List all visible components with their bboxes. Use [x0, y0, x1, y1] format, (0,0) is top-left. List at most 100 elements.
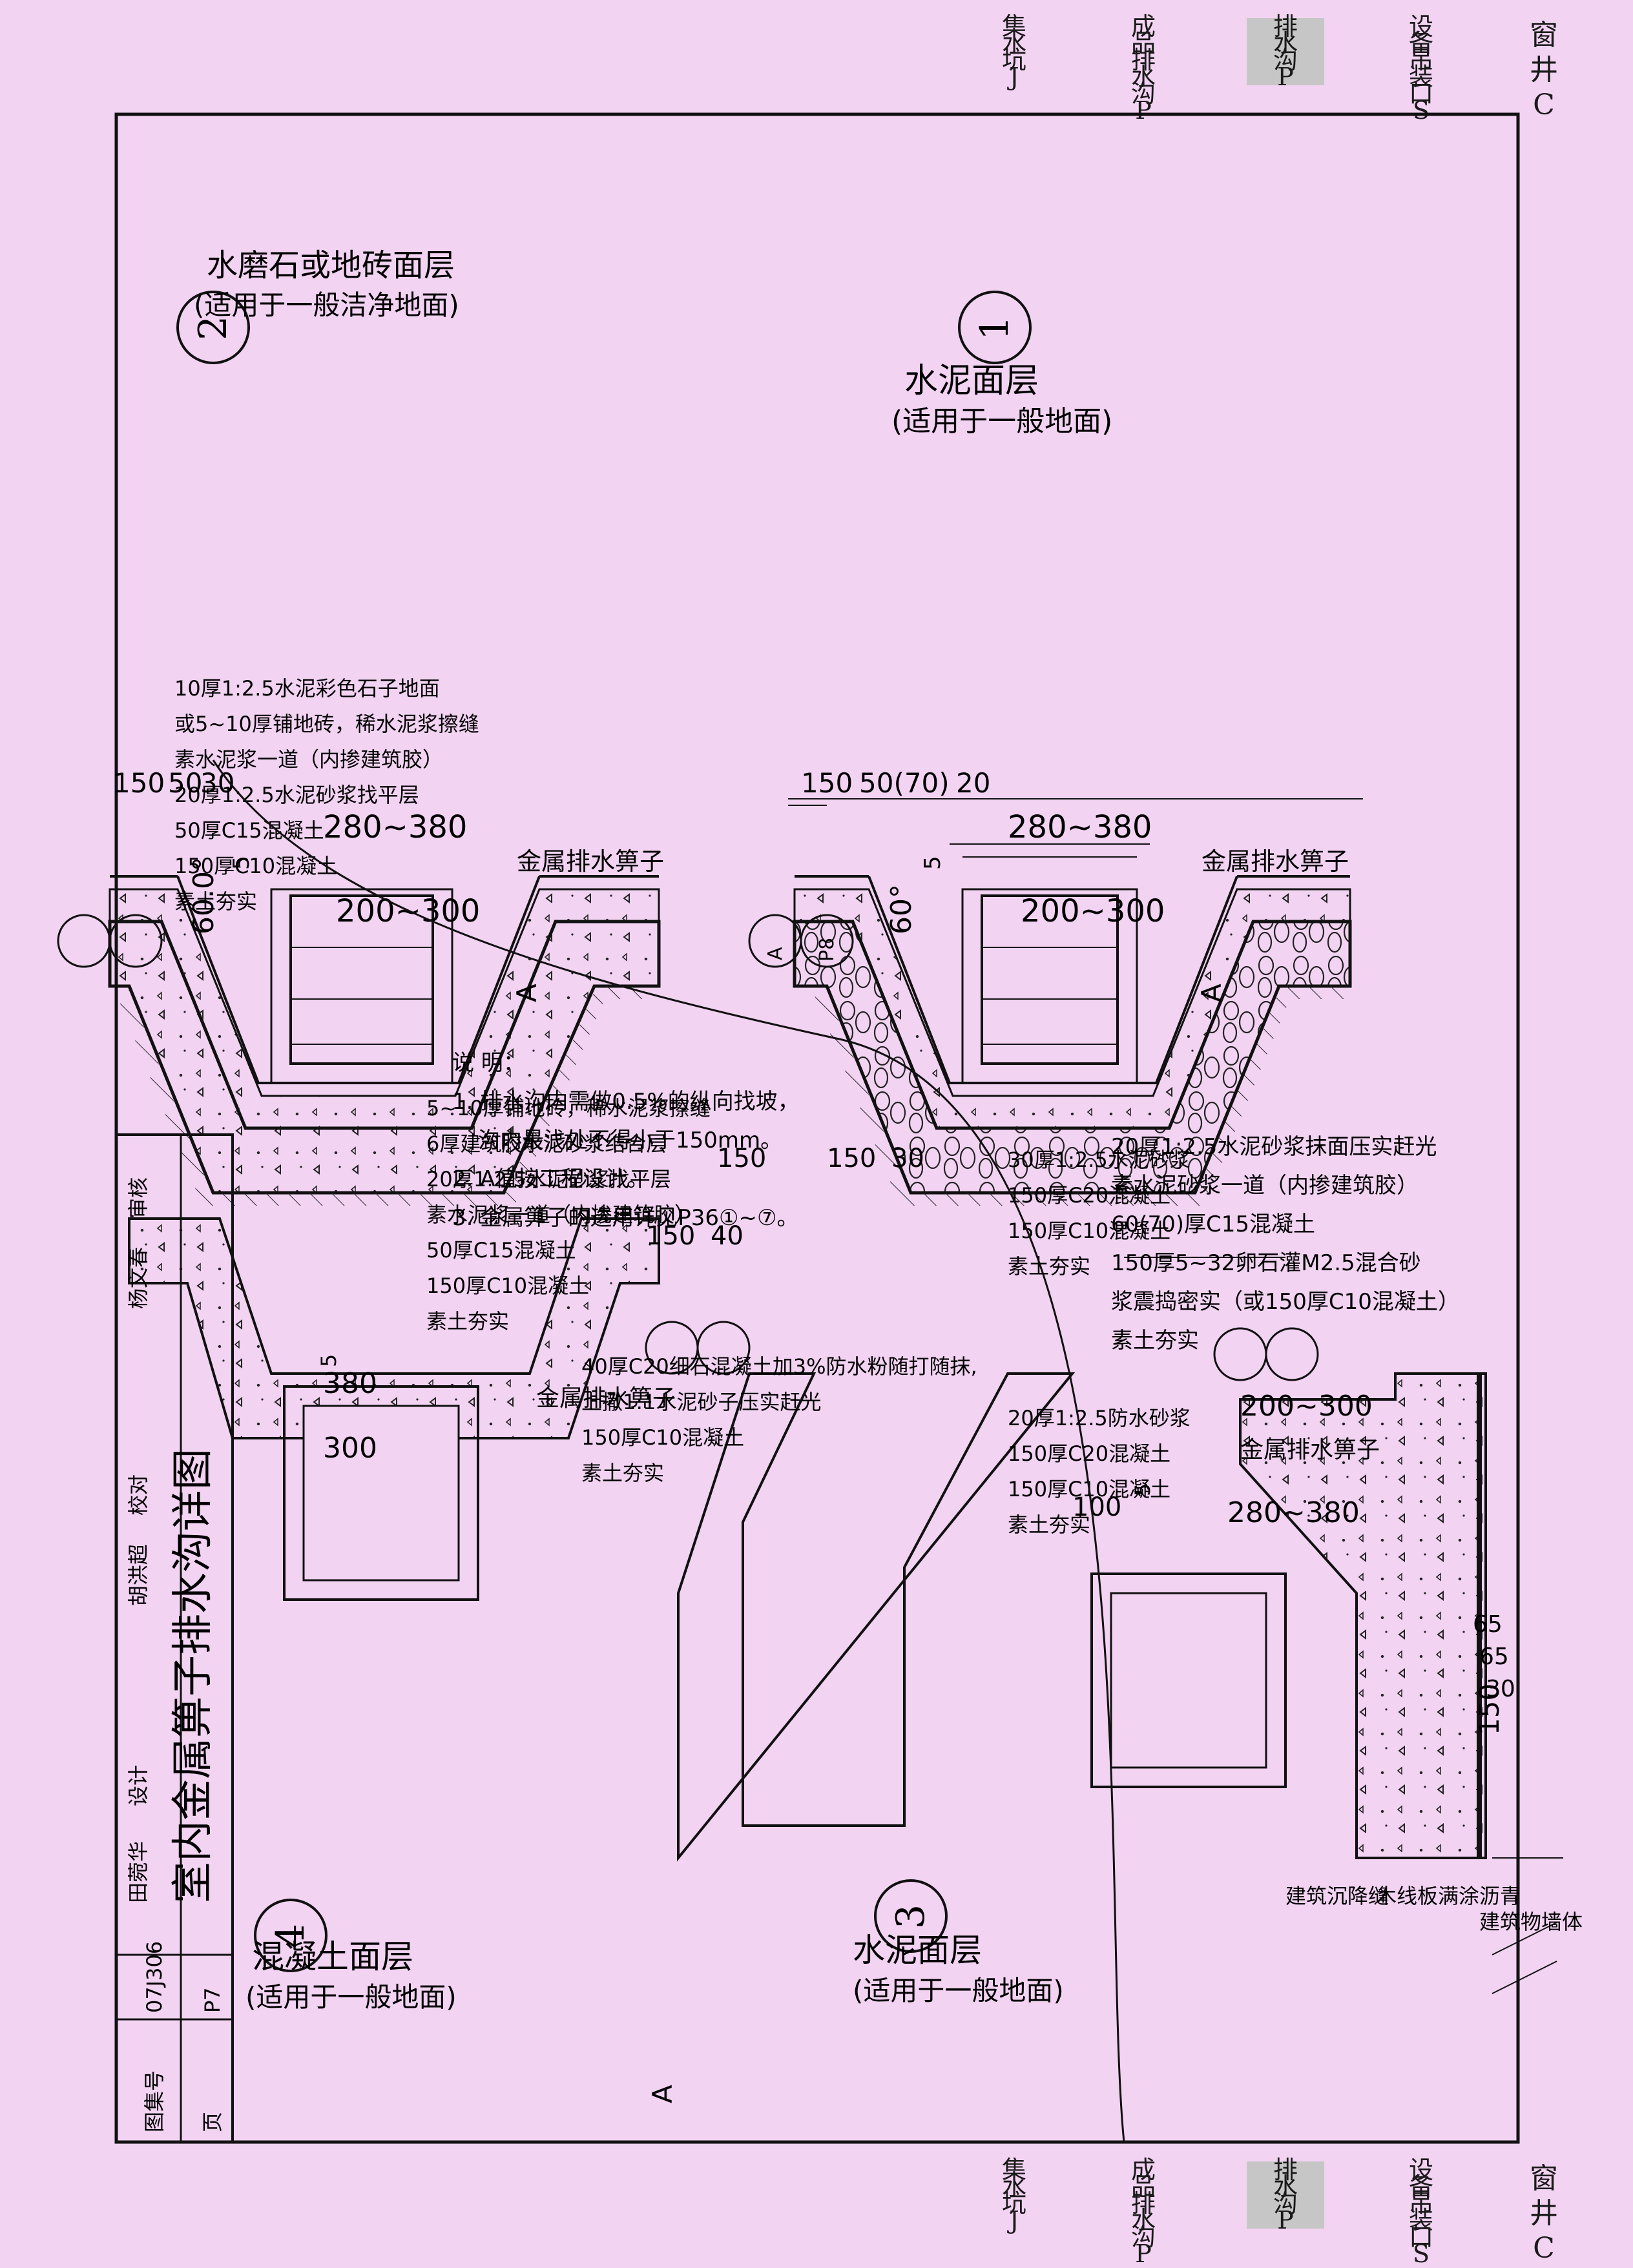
d1-title: 水泥面层: [904, 362, 1039, 400]
d3-dim-150a: 150: [717, 1144, 766, 1173]
title-block-check-name: 胡洪超: [126, 1544, 151, 1606]
d1-layer-1: 20厚1:2.5水泥砂浆抹面压实赶光: [1111, 1134, 1437, 1160]
side-tab-char: 水: [1273, 2172, 1298, 2201]
d3-top-layer-4: 素土夯实: [1008, 1254, 1090, 1279]
side-tab-char: 品: [1130, 29, 1156, 57]
side-tab-char: 口: [1408, 79, 1433, 108]
notes-item-1: 1. 排水沟内需做0.5%的纵向找坡，: [452, 1089, 800, 1115]
d2-title: 水磨石或地砖面层: [207, 247, 455, 284]
d3-dim-150: 150: [1473, 1684, 1505, 1735]
d4-subtitle: (适用于一般地面): [245, 1981, 457, 2013]
d3-top-layer-2: 150厚C20混凝土: [1008, 1183, 1170, 1208]
side-tab-char: 备: [1408, 29, 1433, 57]
d2-left-layer-7: 素土夯实: [174, 889, 257, 914]
d1-angle: 60°: [885, 884, 918, 934]
d1-ref-a-page: P8: [816, 938, 838, 962]
side-tab-char: 设: [1408, 2156, 1433, 2184]
side-tab-char: 排: [1130, 2189, 1156, 2218]
d1-layer-6: 素土夯实: [1111, 1328, 1199, 1354]
d2-right-layer-3: 20厚1:2.5水泥砂浆找平层: [426, 1167, 671, 1191]
d2-left-layer-5: 50厚C15混凝土: [174, 818, 324, 843]
d3-bottom-layer-2: 150厚C20混凝土: [1008, 1441, 1170, 1466]
side-tab-char: 排: [1130, 46, 1156, 74]
d1-layer-5: 浆震捣密实（或150厚C10混凝土）: [1111, 1289, 1460, 1315]
d1-subtitle: (适用于一般地面): [891, 405, 1112, 438]
d2-right-layer-7: 素土夯实: [426, 1309, 509, 1334]
d3-dim-65b: 65: [1479, 1644, 1509, 1670]
side-tab-char: 沟: [1273, 2189, 1298, 2218]
d2-number: 2: [191, 316, 236, 340]
d2-gap: 5: [229, 856, 255, 870]
d4-layer-1: 40厚C20细石混凝土加3%防水粉随打随抹,: [581, 1354, 977, 1379]
side-tab-char: 设: [1408, 12, 1433, 41]
d2-left-layer-3: 素水泥浆一道（内掺建筑胶）: [174, 747, 443, 772]
d3-inner-width: 200~300: [1240, 1390, 1373, 1423]
d2-right-layer-1: 5~10厚铺地砖，稀水泥浆擦缝: [426, 1096, 711, 1120]
d3-dim-30b: 30: [1486, 1676, 1515, 1702]
d1-dim-20: 20: [956, 767, 990, 799]
side-tab-char: 排: [1273, 12, 1298, 41]
d3-grate-label: 金属排水箅子: [1240, 1437, 1380, 1463]
d2-left-layer-2: 或5~10厚铺地砖，稀水泥浆擦缝: [174, 712, 479, 736]
d4-layer-2: 上撒1:1水泥砂子压实赶光: [581, 1390, 822, 1414]
side-tab-char: P: [1277, 2206, 1294, 2234]
side-tab-char: 水: [1130, 63, 1156, 91]
d2-angle: 60.0°: [187, 857, 220, 934]
side-tab-char: P: [1277, 63, 1294, 91]
title-block: 室内金属箅子排水沟详图 图集号 07J306 页 P7 审核 杨文春 校对 胡洪…: [115, 1133, 234, 2143]
d4-inner-width: 300: [323, 1432, 377, 1465]
side-tab-char: 口: [1408, 2223, 1433, 2251]
detail-2: 150 50 30 200~300 280~380 5 60.0° A 金属排水…: [57, 676, 711, 1334]
side-tab-char: 吊: [1408, 46, 1433, 74]
title-block-review-name: 杨文春: [126, 1247, 151, 1309]
d1-inner-width: 200~300: [1021, 893, 1165, 929]
d1-outer-width: 280~380: [1008, 809, 1152, 845]
side-tab-char: 沟: [1130, 2223, 1156, 2251]
side-tab-char: 沟: [1130, 79, 1156, 108]
title-block-title: 室内金属箅子排水沟详图: [169, 1448, 217, 1903]
side-tab-char: 水: [1001, 29, 1026, 57]
title-block-page-no: P7: [200, 1987, 225, 2013]
d2-left-layer-6: 150厚C10混凝土: [174, 854, 337, 878]
d3-top-layer-1: 30厚1:2.5水泥砂浆: [1008, 1148, 1191, 1172]
title-block-design-name: 田菀华: [126, 1841, 151, 1903]
side-tab-char: 装: [1408, 2206, 1433, 2234]
d3-title: 水泥面层: [853, 1932, 982, 1969]
d4-title: 混凝土面层: [252, 1938, 413, 1975]
d2-dim-50: 50: [168, 767, 202, 799]
d4-layer-3: 150厚C10混凝土: [581, 1425, 744, 1450]
d2-right-layer-2: 6厚建筑胶水泥砂浆结合层: [426, 1131, 667, 1156]
side-tab-char: 水: [1273, 29, 1298, 57]
d1-ref-a: A: [764, 947, 787, 960]
side-tab-char: 沟: [1273, 46, 1298, 74]
side-tab-char: 井: [1530, 54, 1558, 87]
side-tab-char: 集: [1001, 2156, 1026, 2184]
side-tab-char: 窗: [1530, 2162, 1558, 2195]
d1-grate-label: 金属排水箅子: [1201, 847, 1349, 876]
d1-number: 1: [972, 316, 1017, 340]
side-tab-char: 吊: [1408, 2189, 1433, 2218]
d1-layer-4: 150厚5~32卵石灌M2.5混合砂: [1111, 1250, 1421, 1276]
d2-grate-label: 金属排水箅子: [517, 847, 664, 876]
d4-dim-40: 40: [711, 1221, 744, 1251]
side-tab-char: 水: [1001, 2172, 1026, 2201]
d2-outer-width: 280~380: [323, 809, 467, 845]
title-block-design-label: 设计: [126, 1765, 151, 1806]
notes: 说 明： 1. 排水沟内需做0.5%的纵向找坡， 沟内最浅处不得小于150mm。…: [452, 1050, 800, 1231]
d2-right-layer-5: 50厚C15混凝土: [426, 1238, 576, 1263]
side-tab-char: 窗: [1530, 19, 1558, 52]
drawing-frame: [114, 112, 1520, 2144]
